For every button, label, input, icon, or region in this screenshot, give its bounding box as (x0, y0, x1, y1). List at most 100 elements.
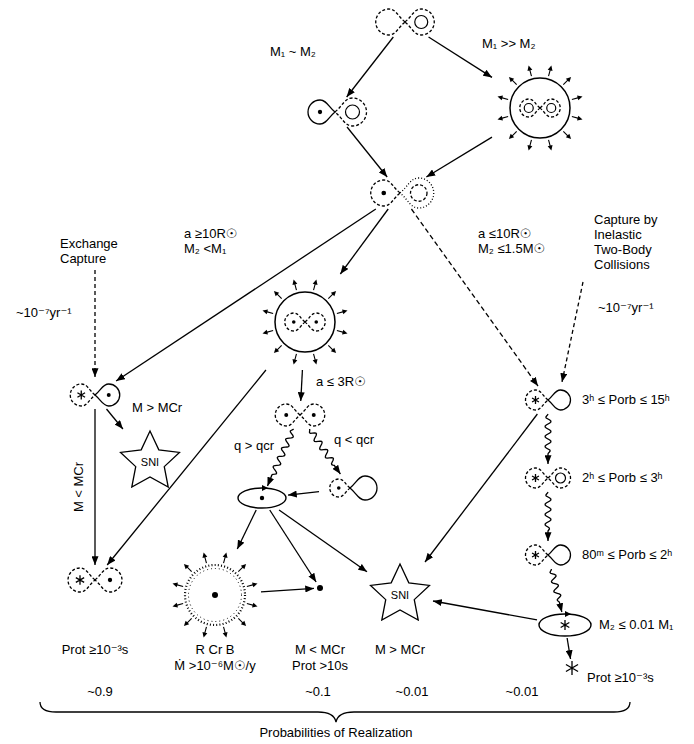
wind-arrowhead (184, 621, 189, 626)
wind-arrowhead (202, 552, 207, 557)
star-outline (121, 431, 180, 487)
figure (497, 65, 582, 150)
wind-arrowhead (577, 116, 582, 121)
wind-ray (187, 618, 192, 623)
star-dot (381, 191, 386, 196)
node-caption: Prot ≥10⁻³s (61, 642, 130, 658)
figure (68, 568, 122, 592)
wind-arrowhead (202, 632, 207, 637)
node-caption: M < MCr (291, 642, 349, 658)
wind-ray (295, 283, 297, 290)
envelope-shade (189, 569, 242, 622)
connector-arrow (106, 409, 122, 429)
binary-system (267, 401, 333, 429)
connector-arrow (279, 510, 367, 572)
wind-arrowhead (548, 145, 553, 150)
rcrb-star-figure (169, 549, 261, 641)
wind-ray (205, 627, 207, 634)
star-dot (312, 413, 316, 417)
annotation: ~0.01 (394, 684, 431, 699)
connector-group (95, 37, 571, 659)
figure (539, 611, 591, 636)
core-dot (260, 496, 264, 500)
wind-ray (247, 585, 254, 587)
asterisk (561, 620, 570, 630)
connector-arrow (116, 209, 376, 381)
wind-ray (247, 604, 254, 606)
binary-system-figure (520, 464, 576, 492)
wind-ray (563, 80, 568, 85)
wind-arrowhead (262, 309, 267, 314)
figure (70, 384, 120, 406)
connector-arrow (567, 638, 570, 659)
wind-arrowhead (527, 65, 532, 70)
connector-arrow (426, 137, 492, 177)
envelope (510, 78, 570, 138)
connector-arrow (94, 409, 95, 565)
wind-ray (337, 312, 344, 314)
wind-arrowhead (223, 552, 228, 557)
wind-ray (238, 567, 243, 572)
binary-system (360, 177, 440, 209)
binary-system: 80ᵐ ≤ Porb ≤ 2ʰ (520, 541, 576, 569)
annotation: ~0.01 (504, 684, 541, 699)
common-envelope-figure (257, 274, 353, 370)
wind-arrowhead (274, 348, 279, 353)
rotation-mark (262, 485, 268, 491)
asterisk (77, 391, 85, 400)
roche-lobe (376, 9, 405, 35)
wind-ray (238, 618, 243, 623)
common-envelope (492, 60, 588, 156)
wind-arrowhead (292, 359, 297, 364)
connector-arrow (270, 510, 316, 582)
node-caption: Prot ≥10⁻³s (586, 670, 655, 686)
roche-lobe (548, 468, 571, 488)
common-envelope (257, 274, 353, 370)
wind-ray (314, 354, 316, 361)
text-holder: SNI (367, 562, 433, 628)
remnant-dot-figure (314, 582, 326, 594)
connector-arrow (545, 492, 551, 541)
roche-lobe (548, 545, 571, 565)
node-caption: Ṁ >10⁻⁶M☉/y (173, 658, 256, 674)
asterisk (532, 551, 539, 559)
supernova-star: SNIM > MCr (367, 562, 433, 628)
wind-ray (530, 140, 532, 147)
wind-arrowhead (566, 134, 571, 139)
node-caption: M₂ ≤ 0.01 M₁ (598, 617, 674, 633)
wind-arrowhead (292, 279, 297, 284)
edge-label: M₁ ~ M₂ (268, 44, 318, 59)
wind-arrowhead (241, 564, 246, 569)
figure (262, 279, 347, 364)
roche-lobe (305, 313, 325, 331)
node-caption: Prot >10s (291, 658, 349, 674)
node-caption: 3ʰ ≤ Porb ≤ 15ʰ (581, 392, 671, 408)
star-dot (337, 486, 341, 490)
connector-arrow (261, 588, 314, 592)
wind-ray (501, 98, 508, 100)
annotation: ~0.9 (85, 684, 115, 699)
wind-arrowhead (509, 77, 514, 82)
figure (317, 585, 323, 591)
neutron-star: Prot ≥10⁻³s (563, 659, 581, 677)
caption: 80ᵐ ≤ Porb ≤ 2ʰ (581, 547, 673, 563)
wind-arrowhead (262, 330, 267, 335)
connector-arrow (237, 510, 256, 549)
wind-arrowhead (577, 95, 582, 100)
neutron-star-figure (563, 659, 581, 677)
caption: Prot ≥10⁻³s (586, 670, 655, 686)
common-envelope-figure (492, 60, 588, 156)
caption: 2ʰ ≤ Porb ≤ 3ʰ (581, 470, 664, 486)
wind-ray (530, 69, 532, 76)
capture-arrow (94, 270, 95, 377)
wind-arrowhead (184, 564, 189, 569)
caption: Prot ≥10⁻³s (61, 642, 130, 658)
connector-arrow (550, 569, 562, 612)
companion-star (346, 105, 360, 119)
wind-ray (512, 131, 517, 136)
companion-star (411, 185, 428, 202)
binary-system-figure (520, 386, 576, 414)
caption: R Cr BṀ >10⁻⁶M☉/y (173, 642, 256, 674)
binary-system-figure (319, 474, 381, 502)
star-dot (284, 413, 288, 417)
